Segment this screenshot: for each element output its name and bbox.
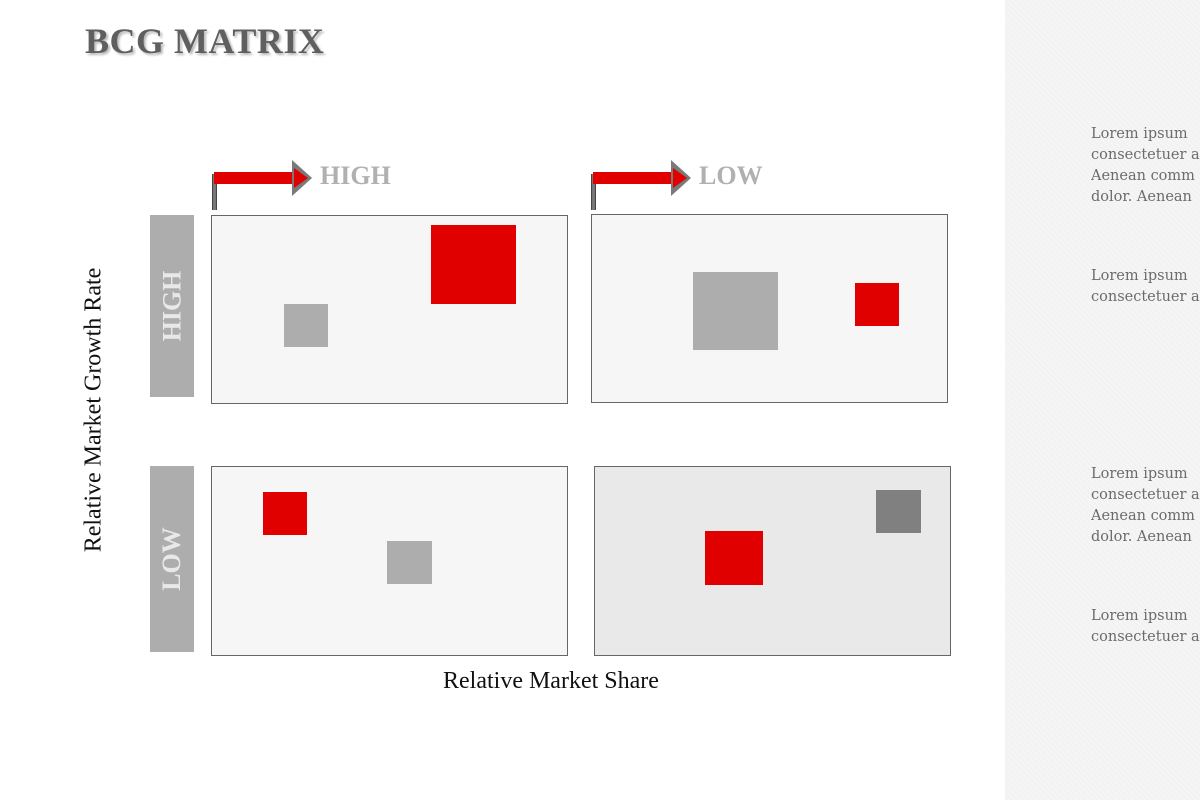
column-label: HIGH (320, 161, 391, 190)
quadrant-high-low (591, 214, 948, 403)
red-square (263, 492, 307, 535)
column-header-low: LOW (591, 160, 791, 210)
red-square (431, 225, 516, 304)
gray-square (387, 541, 432, 584)
gray-square (693, 272, 778, 350)
row-tab-high: HIGH (150, 215, 194, 397)
arrow-right-icon (593, 172, 673, 184)
text-block-2: Lorem ipsum consectetuer a (1091, 268, 1200, 305)
gray-square (284, 304, 328, 347)
row-tab-low: LOW (150, 466, 194, 652)
flag-pole-icon (212, 174, 217, 210)
column-label: LOW (699, 161, 763, 190)
quadrant-low-high (211, 466, 568, 656)
row-label: LOW (157, 527, 187, 591)
flag-pole-icon (591, 174, 596, 210)
x-axis-label: Relative Market Share (443, 668, 659, 694)
side-panel: Lorem ipsum consectetuer a Aenean comm d… (1005, 0, 1200, 800)
quadrant-low-low (594, 466, 951, 656)
row-label: HIGH (157, 270, 187, 342)
text-block-4: Lorem ipsum consectetuer a (1091, 608, 1200, 645)
column-header-high: HIGH (212, 160, 412, 210)
y-axis-label: Relative Market Growth Rate (80, 267, 107, 553)
red-square (705, 531, 763, 585)
quadrant-high-high (211, 215, 568, 404)
red-square (855, 283, 899, 326)
text-block-1: Lorem ipsum consectetuer a Aenean comm d… (1091, 126, 1200, 205)
text-block-3: Lorem ipsum consectetuer a Aenean comm d… (1091, 466, 1200, 545)
page-title: BCG MATRIX (85, 21, 325, 61)
arrow-right-icon (214, 172, 294, 184)
dark-gray-square (876, 490, 921, 533)
